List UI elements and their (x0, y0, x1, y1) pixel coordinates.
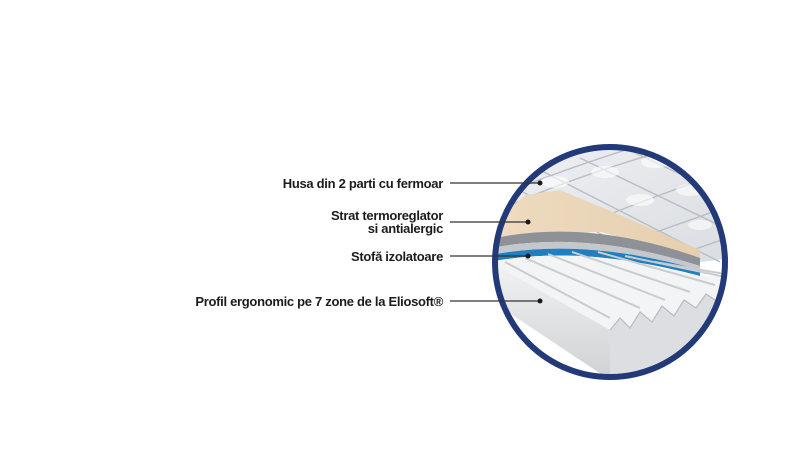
callout-foam-label: Profil ergonomic pe 7 zone de la Eliosof… (195, 294, 443, 309)
leader-dot-cover (537, 180, 543, 186)
leader-dot-thermo (525, 219, 531, 225)
insulating-fabric-layer (495, 248, 700, 276)
leader-dot-fabric (525, 253, 531, 259)
thermoregulating-layer (495, 190, 700, 258)
inner-fabric-layer (495, 231, 700, 266)
callout-thermo-label-line2: si antialergic (367, 221, 444, 236)
magnifier-ring (492, 144, 728, 380)
callout-thermo-label: Strat termoreglator (330, 208, 443, 223)
callout-fabric-label: Stofă izolatoare (351, 249, 443, 264)
leader-dot-foam (537, 298, 543, 304)
callout-cover-label: Husa din 2 parti cu fermoar (282, 176, 444, 191)
leader-lines (450, 182, 540, 302)
